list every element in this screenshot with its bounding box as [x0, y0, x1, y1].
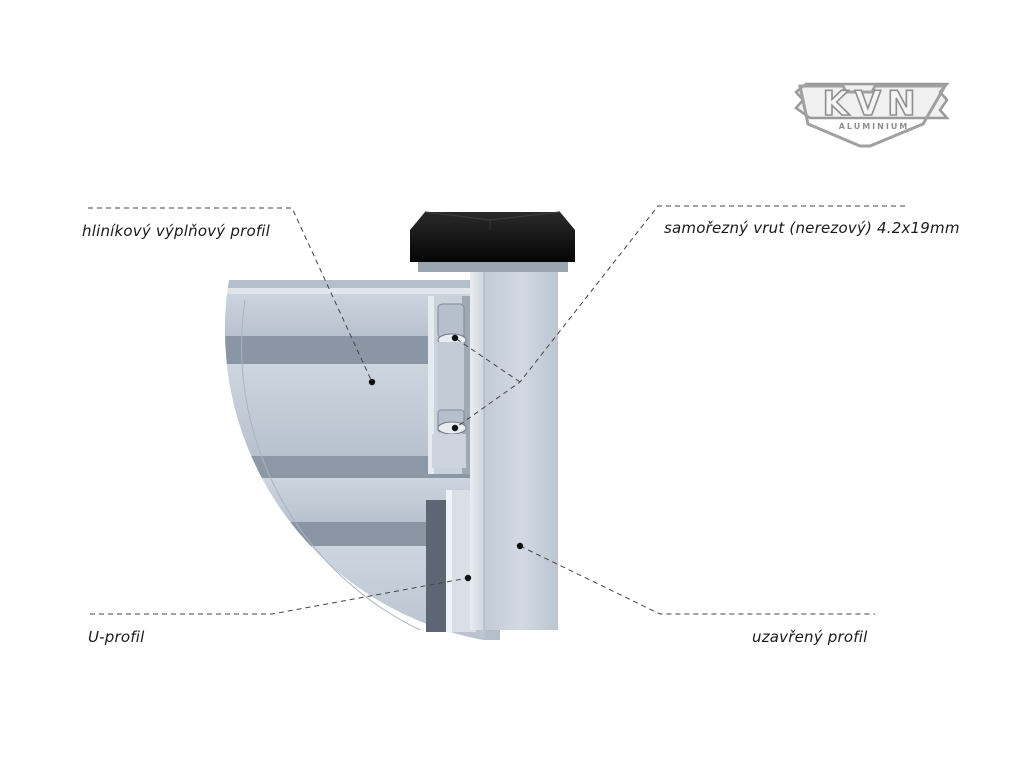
label-infill-profile: hliníkový výplňový profil: [82, 222, 271, 240]
dot-infill: [368, 378, 376, 386]
kvn-aluminium-logo: KVN ALUMINIUM: [794, 82, 950, 148]
leader-screw-upper: [454, 337, 521, 383]
dot-screw-upper: [451, 334, 459, 342]
leader-closed: [519, 545, 875, 615]
leader-dots: [368, 334, 524, 582]
panel-crop-edge: [241, 299, 421, 631]
logo-brand: KVN: [822, 84, 921, 124]
dot-closed: [516, 542, 524, 550]
leader-infill: [88, 207, 373, 383]
leader-lines: [88, 205, 905, 615]
post-cap: [410, 211, 575, 262]
label-u-profile: U-profil: [88, 628, 145, 646]
closed-profile-post: [418, 262, 568, 630]
dot-screw-lower: [451, 424, 459, 432]
label-closed-profile: uzavřený profil: [752, 628, 868, 646]
dot-uprofile: [464, 574, 472, 582]
label-screw: samořezný vrut (nerezový) 4.2x19mm: [664, 219, 960, 237]
slat-2-shadow: [225, 456, 485, 478]
leader-uprofile: [90, 577, 469, 615]
logo-sub: ALUMINIUM: [839, 122, 910, 131]
screw-upper: [437, 303, 467, 412]
